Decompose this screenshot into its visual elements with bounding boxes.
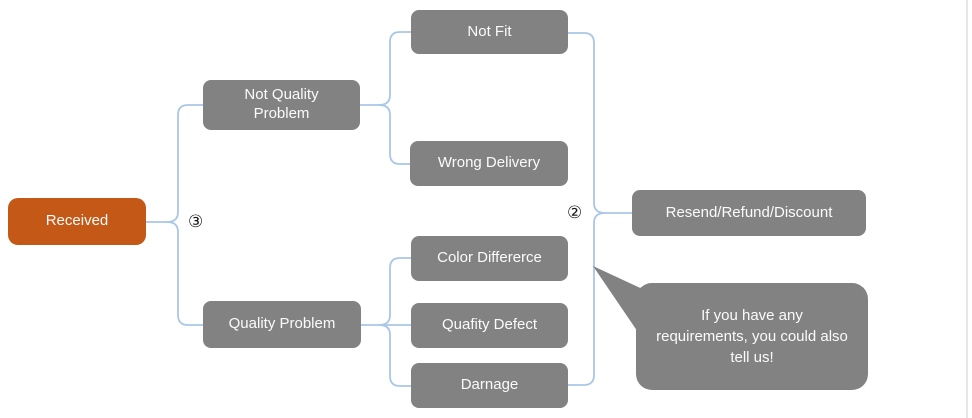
- connector-brace-left: [166, 104, 204, 326]
- node-not-fit-label: Not Fit: [467, 22, 512, 40]
- circled-2-label: ②: [567, 203, 583, 222]
- node-received[interactable]: Received: [8, 198, 146, 245]
- node-wrong-delivery-label: Wrong Delivery: [437, 154, 541, 172]
- connector-brace-nqp: [378, 31, 412, 165]
- node-quafity-defect[interactable]: Quafity Defect: [411, 303, 568, 348]
- node-outcome-label: Resend/Refund/Discount: [665, 203, 833, 221]
- node-darnage[interactable]: Darnage: [411, 363, 568, 408]
- node-quafity-defect-label: Quafity Defect: [441, 316, 538, 334]
- node-quality-problem[interactable]: Quality Problem: [203, 301, 361, 348]
- connector-brace-qp: [378, 257, 412, 387]
- slide-edge-line: [966, 0, 968, 418]
- node-wrong-delivery[interactable]: Wrong Delivery: [410, 141, 568, 186]
- node-darnage-label: Darnage: [460, 376, 519, 394]
- node-quality-problem-label: Quality Problem: [228, 315, 336, 333]
- node-outcome[interactable]: Resend/Refund/Discount: [632, 190, 866, 236]
- circled-3-label: ③: [188, 212, 204, 231]
- node-not-quality-problem[interactable]: Not Quality Problem: [203, 80, 360, 130]
- callout-text: If you have any requirements, you could …: [656, 307, 848, 366]
- node-not-fit[interactable]: Not Fit: [411, 10, 568, 54]
- node-not-quality-problem-label: Not Quality Problem: [244, 86, 319, 122]
- node-color-differerce-label: Color Differerce: [437, 249, 542, 267]
- callout-bubble[interactable]: If you have any requirements, you could …: [636, 283, 868, 390]
- node-received-label: Received: [45, 212, 109, 230]
- node-color-differerce[interactable]: Color Differerce: [411, 236, 568, 281]
